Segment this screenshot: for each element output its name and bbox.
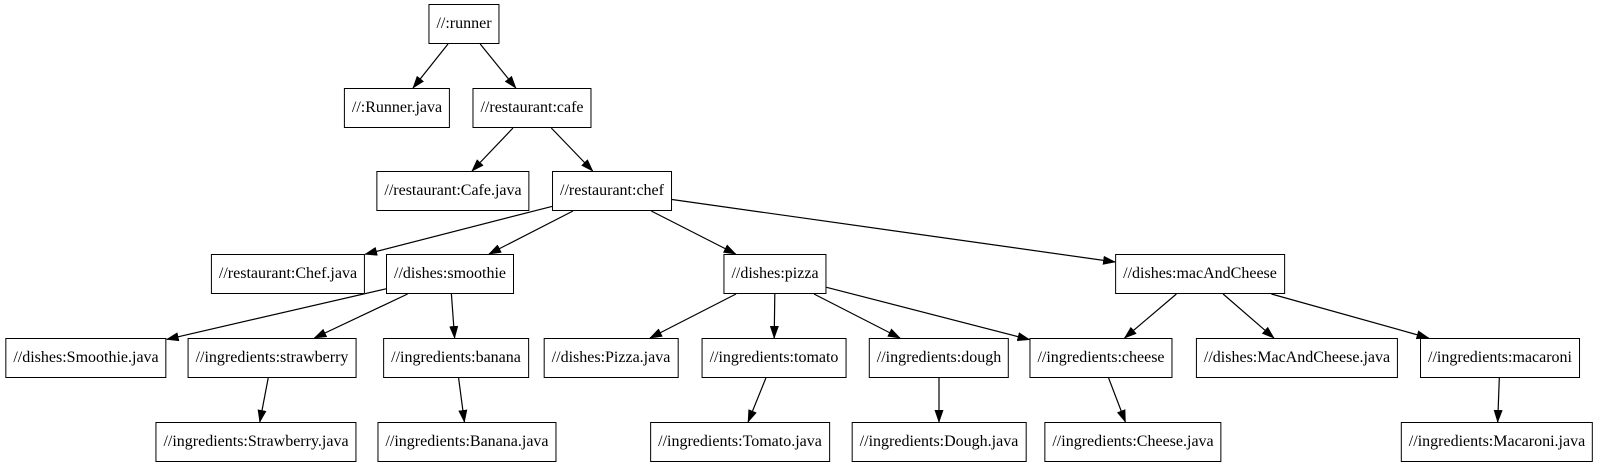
graph-edge-chef-to-smoothie bbox=[488, 210, 574, 255]
graph-edge-macandcheese-to-macaroni bbox=[1271, 293, 1430, 340]
graph-edge-cheese-to-cheese_java bbox=[1108, 377, 1126, 423]
graph-node-macaroni: //ingredients:macaroni bbox=[1420, 338, 1580, 378]
graph-edge-banana-to-banana_java bbox=[458, 377, 468, 423]
graph-edge-macandcheese-to-cheese bbox=[1123, 293, 1177, 339]
graph-edge-pizza-to-cheese bbox=[826, 286, 1031, 341]
graph-node-macandcheese_java: //dishes:MacAndCheese.java bbox=[1195, 338, 1399, 378]
graph-node-macaroni_java: //ingredients:Macaroni.java bbox=[1400, 422, 1594, 462]
graph-node-smoothie_java: //dishes:Smoothie.java bbox=[5, 338, 167, 378]
graph-edge-macaroni-to-macaroni_java bbox=[1493, 377, 1503, 423]
graph-node-dough: //ingredients:dough bbox=[868, 338, 1010, 378]
graph-edge-macandcheese-to-macandcheese_java bbox=[1222, 293, 1275, 339]
graph-edge-chef-to-macandcheese bbox=[671, 198, 1117, 265]
graph-node-banana_java: //ingredients:Banana.java bbox=[377, 422, 557, 462]
graph-node-runner_java: //:Runner.java bbox=[343, 88, 451, 128]
graph-edge-pizza-to-dough bbox=[813, 293, 901, 339]
graph-edge-cafe-to-cafe_java bbox=[471, 127, 514, 172]
graph-edge-cafe-to-chef bbox=[550, 127, 594, 172]
graph-edge-tomato-to-tomato_java bbox=[747, 377, 767, 423]
graph-node-strawberry_java: //ingredients:Strawberry.java bbox=[155, 422, 357, 462]
graph-edge-chef-to-pizza bbox=[651, 210, 737, 255]
graph-node-strawberry: //ingredients:strawberry bbox=[187, 338, 357, 378]
graph-edge-pizza-to-tomato bbox=[769, 293, 779, 339]
graph-node-chef_java: //restaurant:Chef.java bbox=[210, 254, 366, 294]
graph-edge-smoothie-to-smoothie_java bbox=[165, 288, 387, 342]
graph-edge-smoothie-to-strawberry bbox=[313, 293, 408, 339]
graph-node-smoothie: //dishes:smoothie bbox=[386, 254, 514, 294]
graph-node-pizza: //dishes:pizza bbox=[723, 254, 827, 294]
graph-node-dough_java: //ingredients:Dough.java bbox=[851, 422, 1027, 462]
graph-node-banana: //ingredients:banana bbox=[383, 338, 529, 378]
graph-node-cheese_java: //ingredients:Cheese.java bbox=[1044, 422, 1222, 462]
graph-edge-smoothie-to-banana bbox=[449, 293, 459, 339]
graph-node-runner: //:runner bbox=[428, 4, 500, 44]
graph-edge-runner-to-cafe bbox=[479, 43, 517, 89]
graph-node-cheese: //ingredients:cheese bbox=[1029, 338, 1173, 378]
graph-node-cafe_java: //restaurant:Cafe.java bbox=[376, 171, 530, 211]
graph-node-tomato_java: //ingredients:Tomato.java bbox=[650, 422, 830, 462]
graph-node-tomato: //ingredients:tomato bbox=[701, 338, 847, 378]
graph-edge-runner-to-runner_java bbox=[412, 43, 449, 89]
graph-edge-chef-to-chef_java bbox=[364, 205, 553, 256]
graph-node-cafe: //restaurant:cafe bbox=[472, 88, 592, 128]
graph-node-macandcheese: //dishes:macAndCheese bbox=[1115, 254, 1285, 294]
graph-node-chef: //restaurant:chef bbox=[552, 171, 672, 211]
graph-edge-pizza-to-pizza_java bbox=[649, 293, 737, 339]
graph-edge-strawberry-to-strawberry_java bbox=[257, 377, 269, 423]
graph-node-pizza_java: //dishes:Pizza.java bbox=[543, 338, 679, 378]
